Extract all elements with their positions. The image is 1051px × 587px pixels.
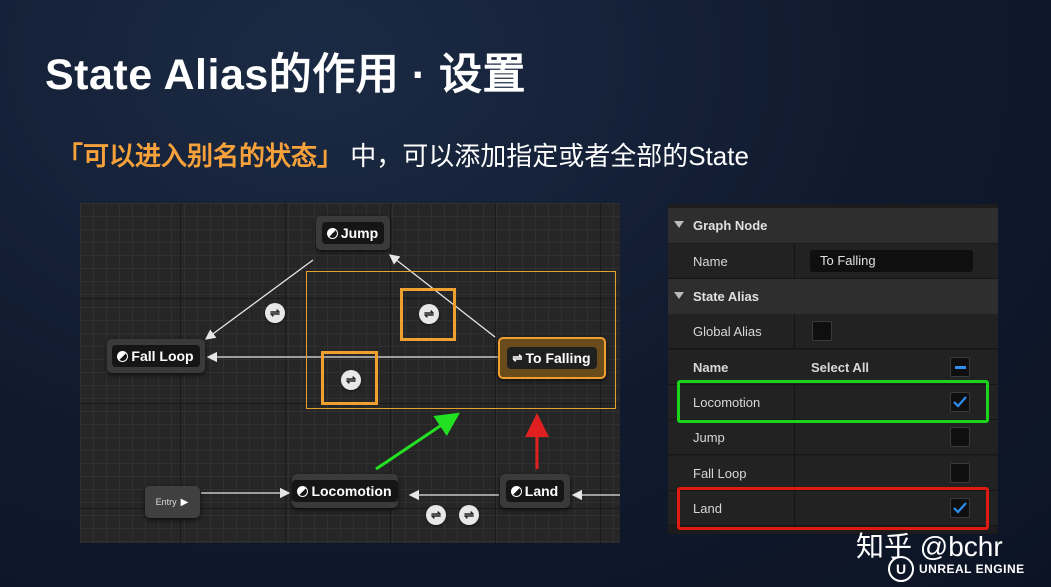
state-label: Locomotion [693, 394, 761, 410]
state-icon [297, 485, 309, 497]
column-divider [794, 385, 795, 420]
column-header-select-all: Select All [811, 359, 870, 375]
state-checkbox-locomotion[interactable] [950, 392, 970, 412]
section-state-alias[interactable]: State Alias [668, 279, 998, 314]
state-machine-graph[interactable]: ⇌ ⇌ ⇌ ⇌ ⇌ Jump Fall Loop ⇌To Falling Loc… [80, 203, 620, 543]
slide-subtitle: 「可以进入别名的状态」 中，可以添加指定或者全部的State [57, 136, 749, 173]
transition-icon[interactable]: ⇌ [459, 505, 479, 525]
column-divider [794, 491, 795, 526]
state-icon [326, 227, 338, 239]
unreal-engine-brand: U UNREAL ENGINE [888, 556, 1025, 582]
alias-selection-box [306, 271, 616, 409]
highlight-box-transition-1 [400, 288, 456, 341]
global-alias-checkbox[interactable] [812, 321, 832, 341]
state-list-header: Name Select All [668, 350, 998, 385]
collapse-arrow-icon[interactable] [674, 221, 684, 228]
state-label: Land [693, 500, 722, 516]
annotation-green-arrow [375, 412, 460, 471]
highlight-box-land [677, 487, 989, 530]
unreal-logo-icon: U [888, 556, 914, 582]
details-panel: Graph Node Name To Falling State Alias G… [668, 204, 998, 534]
transition-icon[interactable]: ⇌ [341, 370, 361, 390]
indeterminate-icon [954, 365, 966, 369]
transition-icon[interactable]: ⇌ [426, 505, 446, 525]
state-icon [117, 350, 129, 362]
node-label: Entry [155, 497, 177, 507]
column-divider [794, 420, 795, 455]
state-label: Jump [693, 429, 725, 445]
select-all-checkbox[interactable] [950, 357, 970, 377]
subtitle-rest: 中，可以添加指定或者全部的State [343, 141, 749, 171]
entry-node[interactable]: Entry▶ [145, 486, 200, 518]
transition-icon[interactable]: ⇌ [419, 304, 439, 324]
edge-tofalling-jump [388, 254, 496, 338]
state-node-jump[interactable]: Jump [316, 216, 390, 250]
column-divider [794, 244, 795, 279]
property-label: Global Alias [693, 323, 762, 339]
property-name-row: Name To Falling [668, 244, 998, 279]
brand-text: UNREAL ENGINE [919, 562, 1025, 576]
state-checkbox-land[interactable] [950, 498, 970, 518]
zhihu-watermark: 知乎 @bchr [856, 531, 1003, 562]
graph-connections [201, 254, 620, 501]
slide-title: State Alias的作用 · 设置 [45, 51, 526, 99]
node-label: Land [524, 483, 559, 499]
property-label: Name [693, 253, 728, 269]
node-label: Jump [340, 225, 379, 241]
subtitle-highlight: 「可以进入别名的状态」 [57, 141, 344, 171]
state-row-jump[interactable]: Jump [668, 420, 998, 455]
edge-jump-fallloop [204, 259, 314, 340]
node-label: To Falling [525, 350, 591, 366]
name-input[interactable]: To Falling [810, 250, 973, 272]
state-checkbox-fall-loop[interactable] [950, 463, 970, 483]
checkmark-icon [953, 502, 967, 514]
node-label: Locomotion [311, 483, 392, 499]
state-row-fall-loop[interactable]: Fall Loop [668, 456, 998, 491]
collapse-arrow-icon[interactable] [674, 292, 684, 299]
state-icon [510, 485, 522, 497]
highlight-box-transition-2 [321, 351, 378, 405]
column-divider [794, 314, 795, 349]
transition-icon[interactable]: ⇌ [265, 303, 285, 323]
highlight-box-locomotion [677, 380, 989, 423]
state-node-fall-loop[interactable]: Fall Loop [107, 339, 205, 373]
alias-icon: ⇌ [512, 351, 523, 365]
section-graph-node[interactable]: Graph Node [668, 208, 998, 243]
state-row-land[interactable]: Land [668, 491, 998, 526]
section-label: Graph Node [693, 218, 768, 233]
state-label: Fall Loop [693, 465, 747, 481]
state-row-locomotion[interactable]: Locomotion [668, 385, 998, 420]
state-checkbox-jump[interactable] [950, 427, 970, 447]
column-header-name: Name [693, 359, 729, 375]
section-label: State Alias [693, 289, 759, 304]
state-node-locomotion[interactable]: Locomotion [292, 474, 398, 508]
node-label: Fall Loop [131, 348, 194, 364]
entry-arrow-icon: ▶ [180, 496, 189, 508]
state-alias-node-to-falling[interactable]: ⇌To Falling [498, 337, 606, 379]
checkmark-icon [953, 396, 967, 408]
state-node-land[interactable]: Land [500, 474, 570, 508]
column-divider [794, 456, 795, 491]
property-global-alias-row: Global Alias [668, 314, 998, 349]
